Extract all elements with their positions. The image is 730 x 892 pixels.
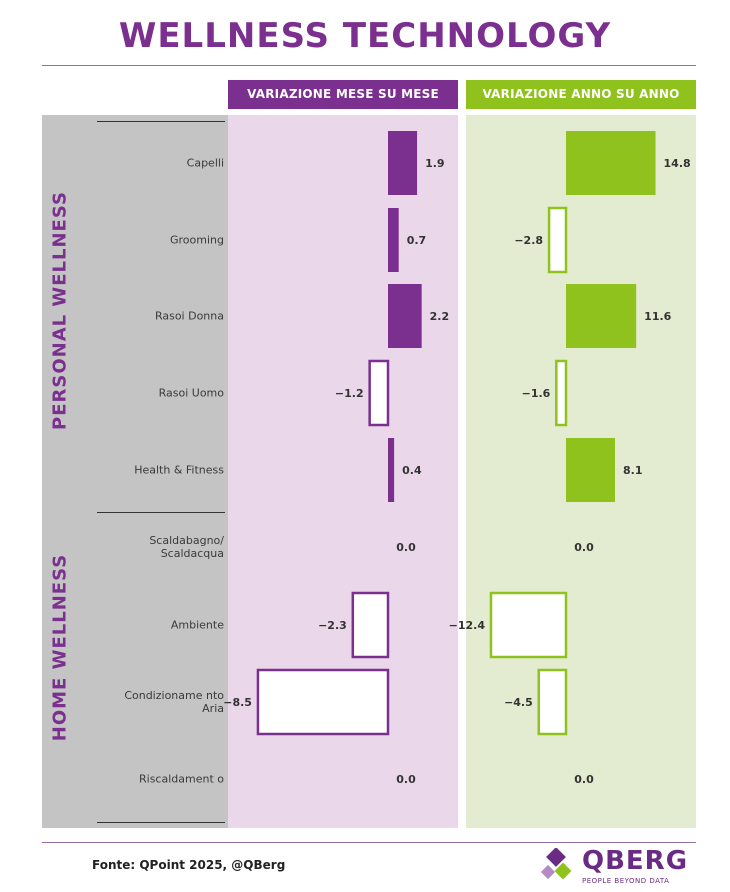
yoy-data-label: −2.8 — [514, 234, 543, 247]
mom-bar — [388, 284, 422, 348]
separator-top — [97, 121, 225, 122]
mom-data-label: 2.2 — [430, 310, 450, 323]
mom-data-label: −2.3 — [318, 619, 347, 632]
page-title: WELLNESS TECHNOLOGY — [118, 16, 612, 56]
mom-bar — [388, 438, 395, 502]
mom-bar — [388, 208, 399, 272]
header-yoy: VARIAZIONE ANNO SU ANNO — [466, 80, 696, 109]
mom-bar — [368, 359, 390, 427]
category-label: Condizioname nto Aria — [124, 689, 224, 715]
qberg-logo: QBERG — [582, 846, 689, 876]
category-label: Riscaldament o — [139, 772, 224, 786]
separator-bottom — [97, 822, 225, 823]
yoy-data-label: −12.4 — [449, 619, 486, 632]
mom-data-label: 0.4 — [402, 464, 422, 477]
category-label: Rasoi Donna — [154, 309, 224, 323]
qberg-logo-icon — [540, 848, 572, 880]
separator-group — [97, 512, 225, 513]
yoy-bar — [489, 591, 568, 659]
title-divider — [42, 65, 696, 66]
mom-data-label: 0.7 — [407, 234, 427, 247]
yoy-data-label: 14.8 — [664, 157, 691, 170]
qberg-tagline: PEOPLE BEYOND DATA — [582, 877, 670, 885]
yoy-data-label: 0.0 — [574, 773, 594, 786]
yoy-bar — [547, 206, 568, 274]
yoy-data-label: −1.6 — [522, 387, 551, 400]
category-label: Rasoi Uomo — [158, 386, 224, 400]
mom-bar — [388, 131, 418, 195]
yoy-bar — [555, 359, 568, 427]
mom-data-label: 0.0 — [396, 541, 416, 554]
mom-data-label: 0.0 — [396, 773, 416, 786]
category-label: Grooming — [170, 233, 224, 247]
yoy-bar — [537, 668, 568, 736]
mom-bar — [256, 668, 390, 736]
category-label: Health & Fitness — [134, 463, 224, 477]
yoy-bar — [566, 438, 616, 502]
mom-data-label: 1.9 — [425, 157, 445, 170]
yoy-data-label: −4.5 — [504, 696, 533, 709]
mom-data-label: −8.5 — [223, 696, 252, 709]
category-label: Ambiente — [170, 618, 224, 632]
footer-divider — [42, 842, 696, 843]
yoy-data-label: 8.1 — [623, 464, 643, 477]
category-label: Capelli — [186, 156, 224, 170]
source-note: Fonte: QPoint 2025, @QBerg — [92, 858, 286, 872]
yoy-bar — [566, 131, 656, 195]
category-panel — [42, 115, 228, 828]
category-label: Scaldabagno/ Scaldacqua — [149, 534, 224, 560]
mom-data-label: −1.2 — [335, 387, 364, 400]
yoy-data-label: 11.6 — [644, 310, 671, 323]
yoy-data-label: 0.0 — [574, 541, 594, 554]
yoy-bar — [566, 284, 637, 348]
header-mom: VARIAZIONE MESE SU MESE — [228, 80, 458, 109]
mom-bar — [351, 591, 390, 659]
